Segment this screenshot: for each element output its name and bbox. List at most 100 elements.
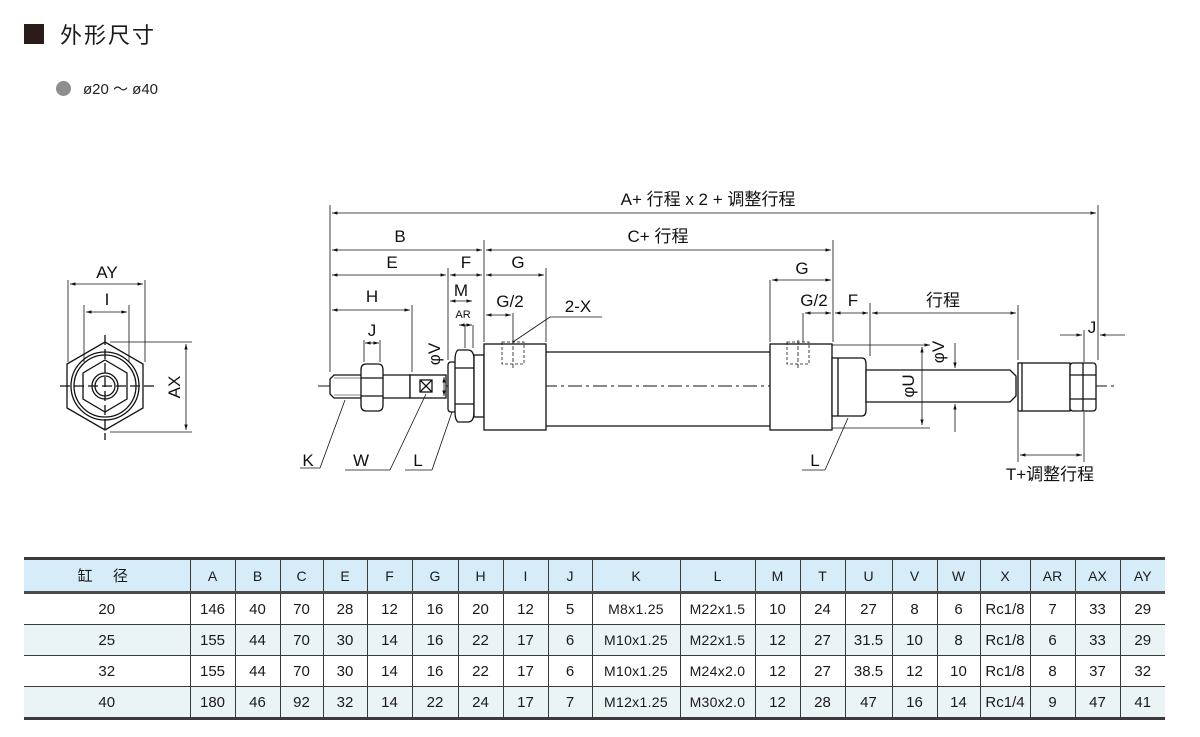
cell-u: 38.5 — [844, 655, 892, 687]
cell-f: 14 — [366, 655, 412, 687]
cell-ar: 6 — [1029, 624, 1075, 656]
cell-a: 180 — [189, 686, 235, 720]
cell-l: M30x2.0 — [679, 686, 755, 720]
label-g2-right: G/2 — [800, 291, 827, 310]
cell-v: 10 — [891, 624, 937, 656]
cell-l: M24x2.0 — [679, 655, 755, 687]
label-stroke: 行程 — [926, 291, 960, 310]
cell-w: 8 — [936, 624, 980, 656]
header-j: J — [547, 557, 592, 594]
header-bore: 缸 径 — [24, 557, 190, 594]
cell-t: 27 — [799, 655, 845, 687]
cell-m: 10 — [754, 592, 800, 625]
cell-v: 16 — [891, 686, 937, 720]
square-bullet-icon — [24, 24, 44, 44]
cell-bore: 25 — [24, 624, 190, 656]
cell-h: 24 — [457, 686, 503, 720]
label-phi-v-left: φV — [425, 342, 444, 365]
cell-m: 12 — [754, 686, 800, 720]
label-j-right: J — [1088, 318, 1097, 337]
cell-v: 12 — [891, 655, 937, 687]
cell-w: 6 — [936, 592, 980, 625]
dimension-lines — [300, 205, 1125, 471]
cell-f: 12 — [366, 592, 412, 625]
section-title-text: 外形尺寸 — [60, 24, 157, 49]
header-g: G — [411, 557, 458, 594]
label-k: K — [302, 451, 314, 470]
cell-ay: 29 — [1119, 592, 1165, 625]
cell-h: 22 — [457, 624, 503, 656]
cell-c: 92 — [279, 686, 323, 720]
label-f-right: F — [848, 291, 858, 310]
label-j-left: J — [368, 321, 377, 340]
cell-c: 70 — [279, 624, 323, 656]
cell-i: 17 — [502, 655, 548, 687]
cell-v: 8 — [891, 592, 937, 625]
header-c: C — [279, 557, 323, 594]
cell-ax: 33 — [1074, 592, 1120, 625]
cell-h: 22 — [457, 655, 503, 687]
cell-ay: 41 — [1119, 686, 1165, 720]
cell-j: 6 — [547, 624, 592, 656]
cylinder-dimension-drawing: A+ 行程 x 2 + 调整行程 B C+ 行程 E F G H M AR G/… — [60, 190, 1125, 484]
cell-e: 30 — [322, 624, 367, 656]
header-ax: AX — [1074, 557, 1120, 594]
side-view — [318, 340, 1115, 431]
cell-a: 155 — [189, 655, 235, 687]
cell-j: 5 — [547, 592, 592, 625]
label-g2-left: G/2 — [496, 292, 523, 311]
header-k: K — [591, 557, 680, 594]
label-e: E — [386, 253, 397, 272]
cell-j: 7 — [547, 686, 592, 720]
cell-k: M12x1.25 — [591, 686, 680, 720]
cell-w: 14 — [936, 686, 980, 720]
cell-u: 47 — [844, 686, 892, 720]
cell-e: 32 — [322, 686, 367, 720]
label-t-adjust: T+调整行程 — [1006, 465, 1094, 484]
label-g-left: G — [511, 253, 524, 272]
header-ar: AR — [1029, 557, 1075, 594]
cell-x: Rc1/8 — [979, 624, 1030, 656]
label-i: I — [105, 290, 110, 309]
cell-ay: 32 — [1119, 655, 1165, 687]
cell-m: 12 — [754, 655, 800, 687]
cell-c: 70 — [279, 655, 323, 687]
header-e: E — [322, 557, 367, 594]
cell-ax: 33 — [1074, 624, 1120, 656]
cell-bore: 40 — [24, 686, 190, 720]
header-x: X — [979, 557, 1030, 594]
cell-a: 155 — [189, 624, 235, 656]
cell-b: 44 — [234, 624, 280, 656]
cell-ay: 29 — [1119, 624, 1165, 656]
header-b: B — [234, 557, 280, 594]
label-l-right: L — [810, 451, 819, 470]
cell-t: 27 — [799, 624, 845, 656]
cell-g: 16 — [411, 624, 458, 656]
end-view — [60, 280, 192, 440]
header-h: H — [457, 557, 503, 594]
label-total-length: A+ 行程 x 2 + 调整行程 — [621, 190, 796, 209]
cell-w: 10 — [936, 655, 980, 687]
label-w: W — [353, 451, 369, 470]
cell-k: M10x1.25 — [591, 655, 680, 687]
header-v: V — [891, 557, 937, 594]
circle-bullet-icon — [56, 81, 71, 96]
cell-k: M10x1.25 — [591, 624, 680, 656]
cell-x: Rc1/8 — [979, 655, 1030, 687]
header-t: T — [799, 557, 845, 594]
header-i: I — [502, 557, 548, 594]
header-u: U — [844, 557, 892, 594]
label-2x: 2-X — [565, 297, 591, 316]
bore-range-text: ø20 ～ ø40 — [83, 81, 159, 98]
cell-c: 70 — [279, 592, 323, 625]
cell-l: M22x1.5 — [679, 624, 755, 656]
cell-b: 46 — [234, 686, 280, 720]
label-ax: AX — [165, 376, 184, 399]
header-f: F — [366, 557, 412, 594]
cell-m: 12 — [754, 624, 800, 656]
cell-e: 28 — [322, 592, 367, 625]
label-l-left: L — [413, 451, 422, 470]
